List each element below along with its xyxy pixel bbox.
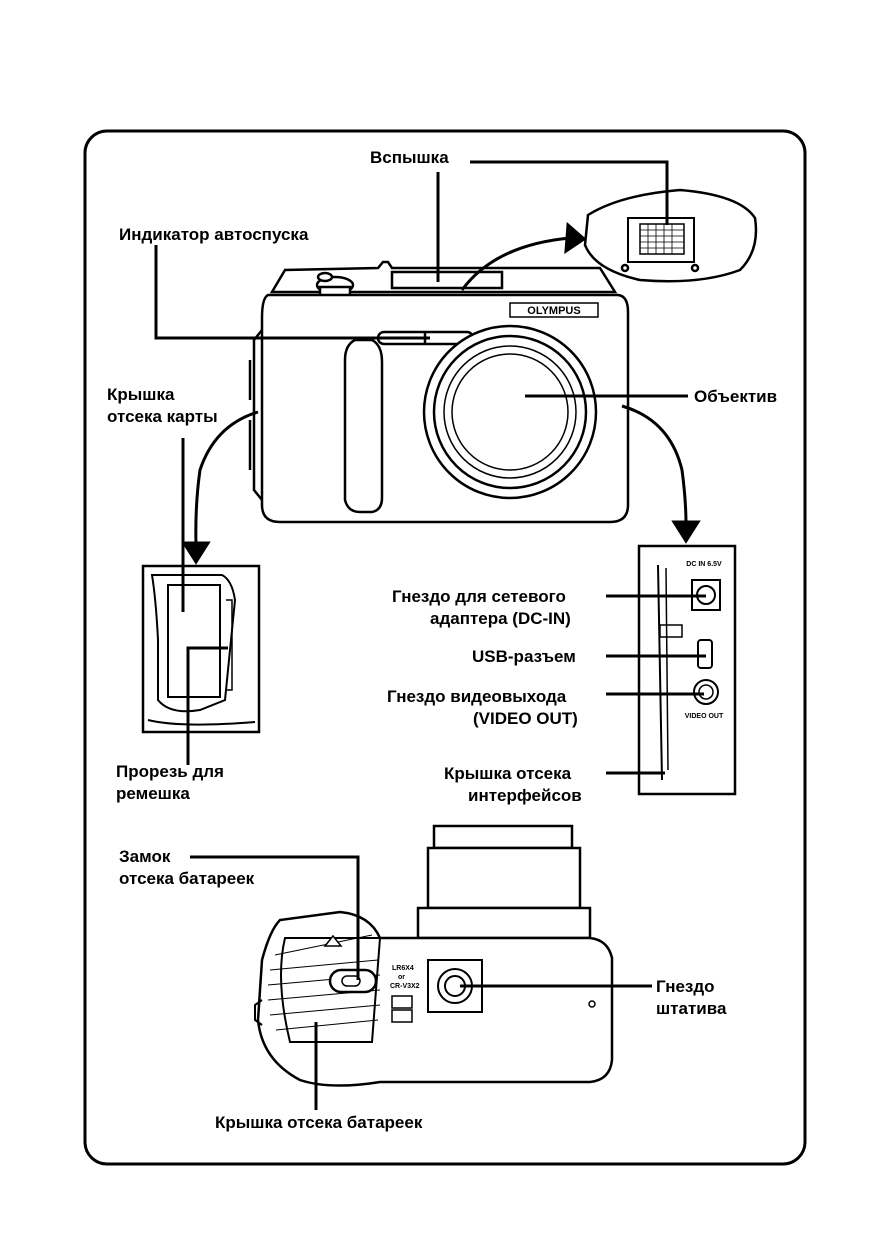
flash-arrowhead xyxy=(566,225,584,251)
lens-label: Объектив xyxy=(694,386,777,408)
tripod-label-2: штатива xyxy=(656,998,726,1020)
strap-label-1: Прорезь для xyxy=(116,761,224,783)
battery-type-or-text: or xyxy=(398,974,405,981)
card-arrow xyxy=(196,412,258,545)
dc-rating-text: DC IN 6.5V xyxy=(686,561,722,568)
camera-front-view xyxy=(250,262,628,522)
battery-lock-label-2: отсека батареек xyxy=(119,868,254,890)
battery-cover-label: Крышка отсека батареек xyxy=(215,1112,422,1134)
dc-in-label-1: Гнездо для сетевого xyxy=(392,586,566,608)
battery-type-2-text: CR-V3X2 xyxy=(390,983,420,990)
brand-text: OLYMPUS xyxy=(527,305,580,317)
battery-lock-label-1: Замок xyxy=(119,846,170,868)
video-out-text: VIDEO OUT xyxy=(685,713,724,720)
battery-type-1-text: LR6X4 xyxy=(392,965,414,972)
video-label-2: (VIDEO OUT) xyxy=(473,708,578,730)
dc-in-label-2: адаптера (DC-IN) xyxy=(430,608,571,630)
flash-label: Вспышка xyxy=(370,147,449,169)
connector-panel-detail xyxy=(639,546,735,794)
tripod-label-1: Гнездо xyxy=(656,976,715,998)
flash-detail xyxy=(585,190,756,281)
video-label-1: Гнездо видеовыхода xyxy=(387,686,566,708)
connector-cover-label-1: Крышка отсека xyxy=(444,763,571,785)
card-cover-label-1: Крышка xyxy=(107,384,174,406)
strap-label-2: ремешка xyxy=(116,783,190,805)
connector-arrowhead xyxy=(674,522,698,541)
camera-bottom-view xyxy=(255,826,612,1086)
card-arrowhead xyxy=(184,543,208,562)
usb-label: USB-разъем xyxy=(472,646,576,668)
connector-arrow xyxy=(622,406,686,524)
card-cover-label-2: отсека карты xyxy=(107,406,218,428)
connector-cover-label-2: интерфейсов xyxy=(468,785,582,807)
self-timer-label: Индикатор автоспуска xyxy=(119,224,308,246)
